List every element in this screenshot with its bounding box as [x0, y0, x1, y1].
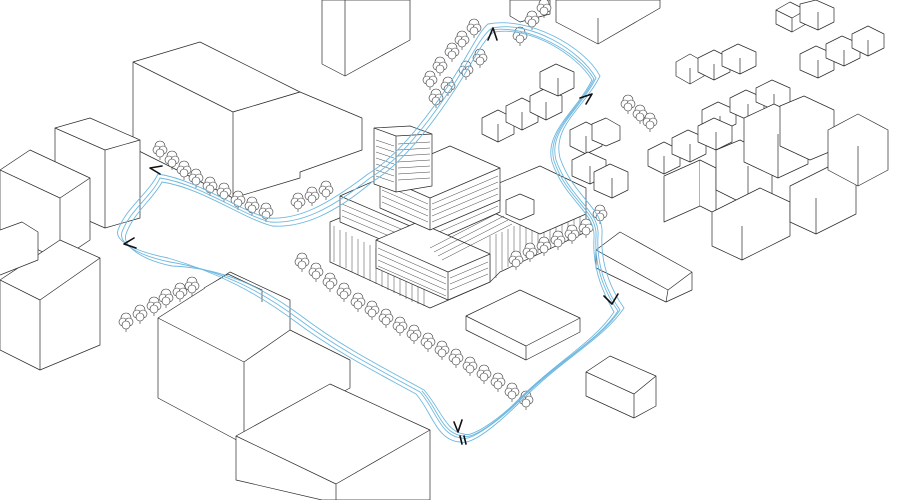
context-building-southeast-cube	[585, 355, 657, 419]
tree-icon	[146, 296, 162, 316]
main-building-south-block-hatch	[377, 247, 489, 297]
route-marker-east	[603, 293, 619, 305]
tree-icon	[632, 104, 648, 124]
tree-icon	[318, 180, 334, 200]
context-building-north-tower	[321, 0, 411, 77]
tree-icon	[132, 304, 148, 324]
tree-icon	[176, 160, 192, 180]
tree-icon	[350, 292, 366, 312]
tree-icon	[378, 308, 394, 328]
tree-icon	[158, 288, 174, 308]
tree-icon	[444, 42, 460, 62]
context-building-east-warehouse	[595, 231, 693, 303]
tree-icon	[524, 10, 540, 30]
context-building-south-slab	[465, 289, 581, 361]
main-building-tower-base-hatch	[381, 175, 499, 223]
residential-blocks-east	[663, 95, 889, 261]
tree-icon	[434, 340, 450, 360]
tree-icon	[308, 262, 324, 282]
tree-icon	[216, 182, 232, 202]
tree-icon	[490, 372, 506, 392]
tree-icon	[230, 190, 246, 210]
tree-icon	[472, 48, 488, 68]
tree-icon	[432, 56, 448, 76]
houses-central-cluster	[481, 63, 629, 199]
tree-icon	[336, 282, 352, 302]
main-building-south-block	[375, 221, 491, 301]
route-marker-northwest	[149, 165, 163, 175]
tree-icon	[642, 112, 658, 132]
tree-icon	[620, 94, 636, 114]
tree-icon	[476, 364, 492, 384]
context-building-northeast-block	[555, 0, 661, 45]
route-marker-north	[487, 27, 498, 41]
tree-icon	[294, 252, 310, 272]
tree-icon	[188, 168, 204, 188]
tree-icon	[508, 250, 524, 270]
context-building-south-large	[235, 383, 431, 500]
route-marker-south	[453, 419, 463, 433]
tree-icon	[406, 324, 422, 344]
tree-icon	[504, 382, 520, 402]
tree-icon	[550, 230, 566, 250]
tree-icon	[172, 282, 188, 302]
tree-icon	[466, 18, 482, 38]
tree-icon	[244, 196, 260, 216]
tree-icon	[152, 140, 168, 160]
tree-icon	[578, 218, 594, 238]
tree-icon	[448, 348, 464, 368]
tree-icon	[364, 300, 380, 320]
main-building-roof-stripes	[429, 211, 513, 261]
tree-icon	[422, 70, 438, 90]
tree-icon	[184, 276, 200, 296]
tree-icon	[322, 272, 338, 292]
route-marker-south-tick	[459, 435, 467, 445]
tree-icon	[536, 236, 552, 256]
route-markers	[123, 27, 619, 445]
walking-route-loop	[117, 22, 625, 443]
tree-icon	[118, 312, 134, 332]
main-building-tower	[373, 125, 433, 193]
tree-icon	[392, 316, 408, 336]
tree-icon	[536, 0, 552, 18]
tree-icon	[454, 30, 470, 50]
tree-icon	[290, 192, 306, 212]
tree-icon	[420, 332, 436, 352]
tree-icon	[564, 224, 580, 244]
route-marker-northeast	[579, 93, 593, 105]
tree-icon	[458, 60, 474, 80]
main-building-tower-hatch	[375, 139, 431, 183]
tree-icon	[462, 356, 478, 376]
tree-icon	[522, 242, 538, 262]
tree-row	[118, 0, 658, 410]
tree-icon	[428, 88, 444, 108]
route-marker-west	[123, 237, 137, 249]
tree-icon	[164, 150, 180, 170]
context-building-west-low	[0, 221, 101, 371]
tree-icon	[304, 186, 320, 206]
